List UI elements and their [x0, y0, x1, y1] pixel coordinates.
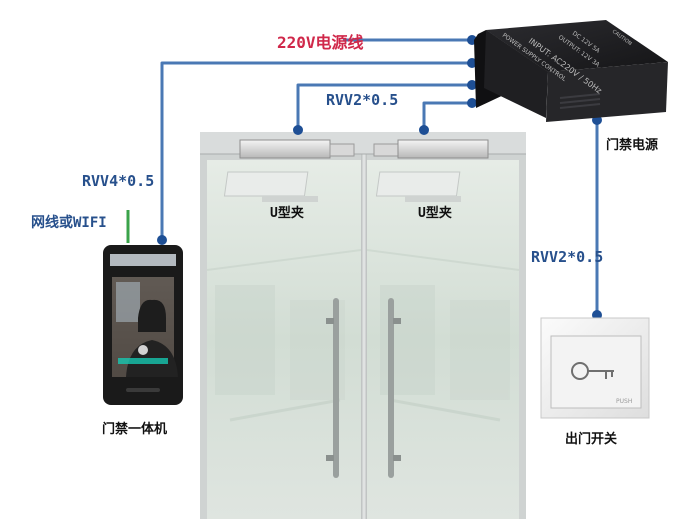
wire-lock-left: [296, 83, 472, 130]
network-label: 网线或WIFI: [31, 215, 107, 231]
glass-door: [200, 132, 526, 519]
access-terminal-label: 门禁一体机: [102, 422, 168, 437]
power-supply-box: POWER SUPPLY CONTROL INPUT: AC220V / 50H…: [474, 20, 668, 122]
u-bracket-left: [223, 171, 318, 202]
lock-wire-label: RVV2*0.5: [326, 91, 399, 109]
door-handle-right: [388, 298, 394, 478]
terminal-wire-label: RVV4*0.5: [82, 172, 155, 190]
bracket-right-label: U型夹: [418, 206, 452, 221]
door-handle-left: [333, 298, 339, 478]
wiring: [160, 38, 599, 315]
face-recognition-display: [112, 277, 178, 377]
wire-nodes: [157, 35, 602, 320]
wire-lock-right: [422, 101, 472, 130]
bracket-left-label: U型夹: [270, 206, 304, 221]
door-reflection: [206, 249, 520, 422]
access-control-terminal: [103, 245, 183, 405]
push-text: PUSH: [616, 398, 632, 405]
exit-button-label: 出门开关: [565, 432, 618, 447]
exit-wire-label: RVV2*0.5: [531, 248, 604, 266]
key-icon: [571, 362, 614, 380]
power-supply-label: 门禁电源: [606, 138, 659, 153]
door-center-mullion: [361, 150, 367, 519]
magnetic-lock-left: [239, 139, 355, 159]
mains-wire-label: 220V电源线: [277, 33, 364, 52]
exit-button-device: PUSH: [540, 317, 650, 419]
u-bracket-right: [375, 171, 461, 202]
wire-terminal: [160, 61, 472, 240]
magnetic-lock-right: [373, 139, 489, 159]
